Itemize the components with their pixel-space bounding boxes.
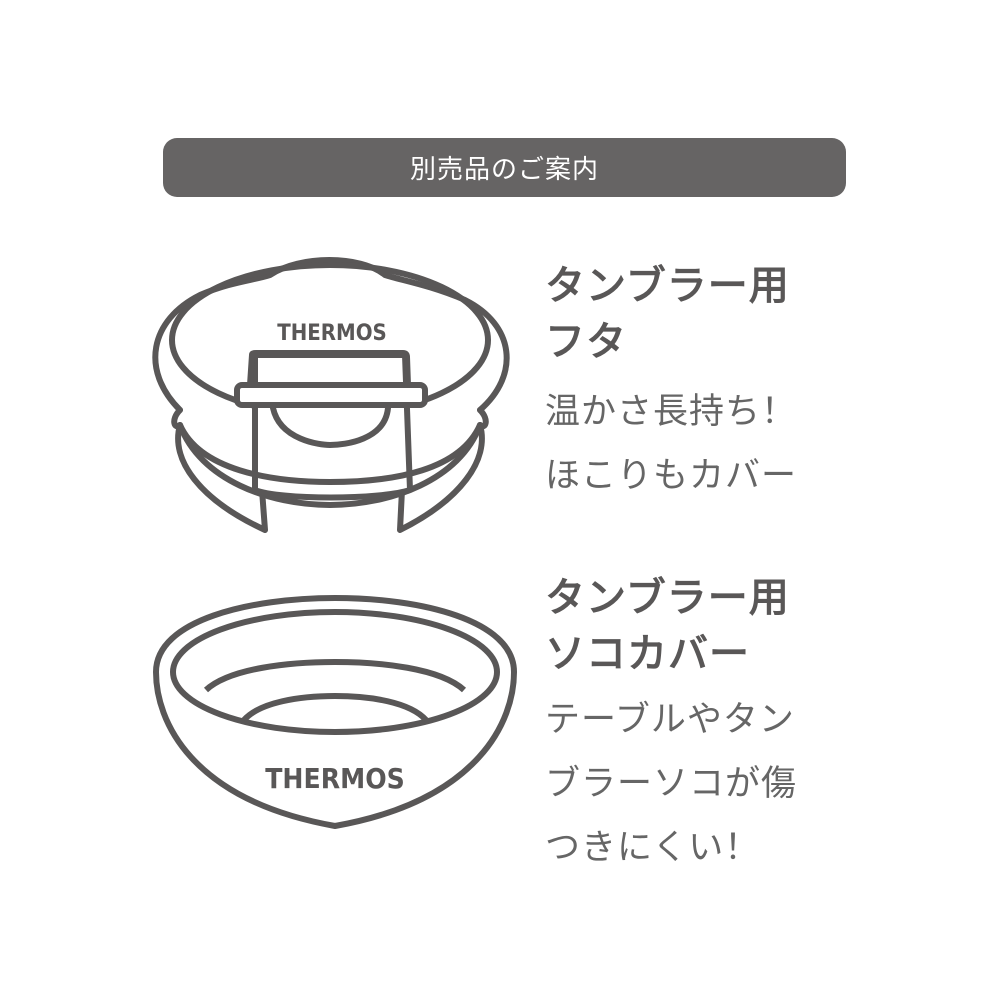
- product-title-line: タンブラー用: [545, 575, 790, 621]
- section-banner: 別売品のご案内: [163, 138, 846, 197]
- product-title-line: ソコカバー: [545, 631, 750, 677]
- bottom-cover-illustration: THERMOS: [152, 594, 518, 830]
- product-desc-line: ほこりもカバー: [545, 456, 798, 496]
- product-desc-line: 温かさ長持ち！: [545, 392, 798, 432]
- product-title-line: タンブラー用: [545, 263, 790, 309]
- product-title-line: フタ: [545, 319, 627, 365]
- cover-logo: THERMOS: [265, 762, 405, 795]
- product-lid-info: タンブラー用 フタ 温かさ長持ち！ ほこりもカバー: [545, 258, 797, 508]
- banner-title: 別売品のご案内: [409, 155, 599, 185]
- product-cover-info: タンブラー用 ソコカバー テーブルやタン ブラーソコが傷 つきにくい！: [545, 570, 797, 880]
- product-desc-line: ブラーソコが傷: [545, 764, 798, 804]
- lid-illustration: THERMOS: [152, 257, 510, 533]
- lid-logo: THERMOS: [277, 321, 387, 346]
- product-desc-line: テーブルやタン: [545, 700, 795, 740]
- product-desc-line: つきにくい！: [545, 828, 761, 868]
